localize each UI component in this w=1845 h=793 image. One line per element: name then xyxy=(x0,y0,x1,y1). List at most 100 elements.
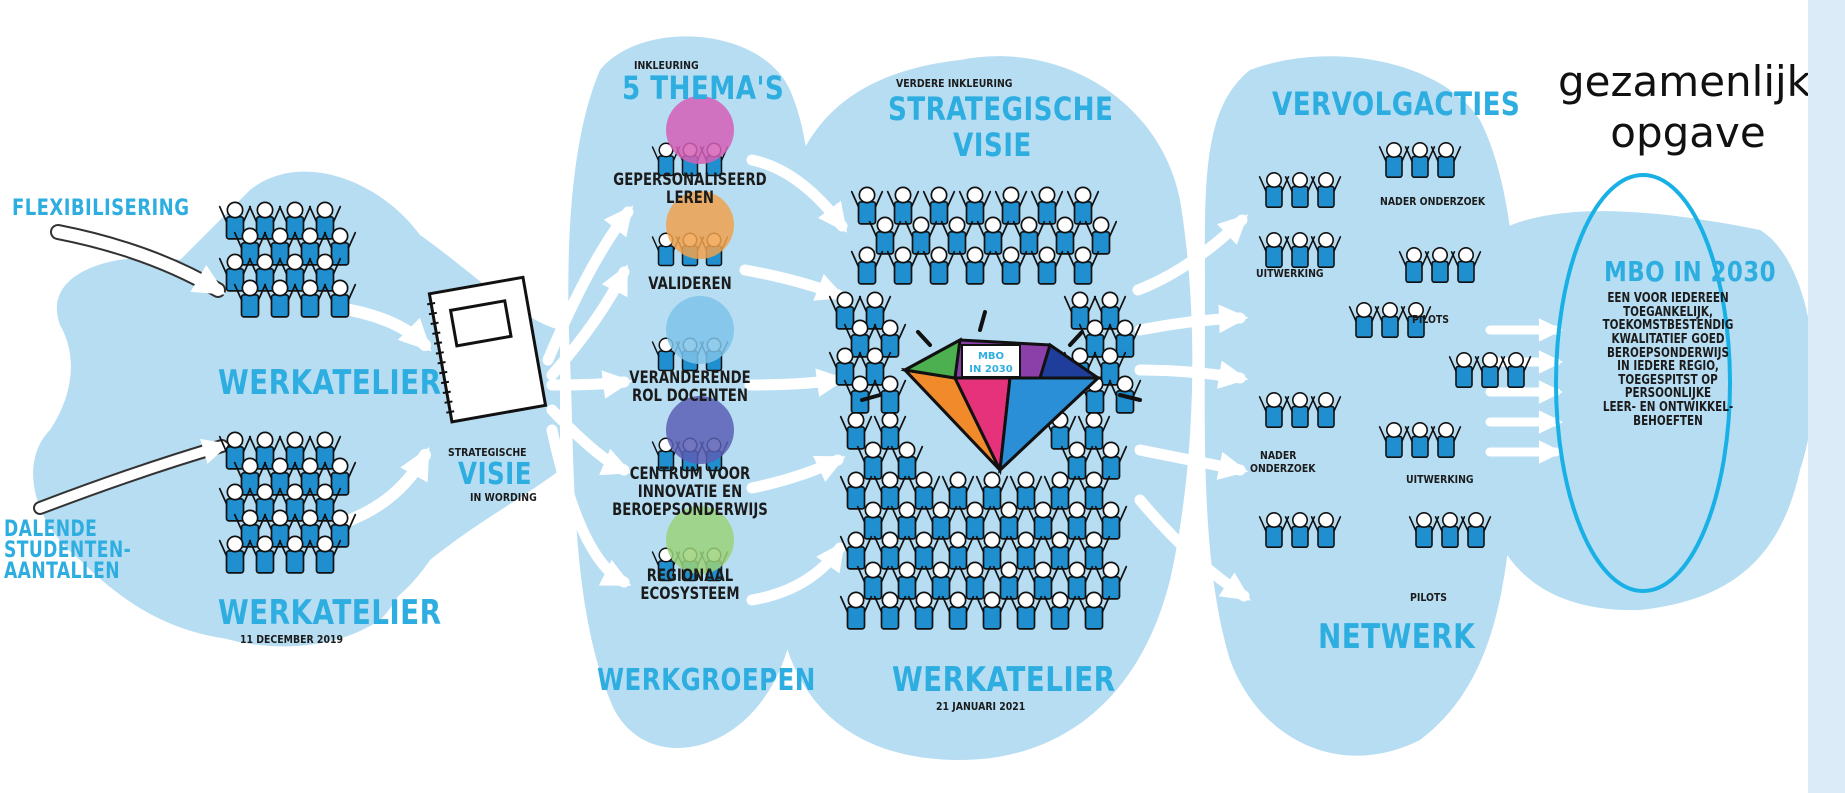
crowd-s4-g8-person-0 xyxy=(1258,511,1290,549)
crowd-s1-top-person-10 xyxy=(278,253,312,292)
crowd-s3-right-person-5 xyxy=(1093,347,1127,386)
arrow-s1-bottom-head xyxy=(400,447,430,483)
diamond-ray-3 xyxy=(916,330,932,347)
werkgroepen-footer: WERKGROEPEN xyxy=(597,663,816,698)
input-flexibilisering: FLEXIBILISERING xyxy=(12,196,190,221)
arrow-t-s3-3-head xyxy=(815,368,847,397)
label-pilots-2: PILOTS xyxy=(1410,591,1448,604)
label-uitwerking-2: UITWERKING xyxy=(1406,473,1474,486)
crowd-s3-bottom-person-46 xyxy=(1043,591,1077,630)
diamond-ray-2 xyxy=(1118,393,1142,402)
arrow-group xyxy=(33,154,1563,606)
diamond-label-box xyxy=(961,344,1021,378)
crowd-s4-g8-person-2 xyxy=(1310,511,1342,549)
crowd-s3-bottom-person-40 xyxy=(839,591,873,630)
crowd-s4-g1-person-0 xyxy=(1378,141,1410,179)
label-nader-onderzoek-top: NADER ONDERZOEK xyxy=(1380,195,1486,208)
crowd-s3-left-person-6 xyxy=(843,375,877,414)
crowd-s1-bottom-person-8 xyxy=(218,483,252,522)
crowd-s3-bottom-person-21 xyxy=(1026,501,1060,540)
crowd-s3-bottom-person-32 xyxy=(856,561,890,600)
crowd-s3-top-person-18 xyxy=(994,246,1028,285)
crowd-s4-g0-person-0 xyxy=(1258,171,1290,209)
crowd-s4-g2-person-2 xyxy=(1310,231,1342,269)
crowd-s1-bottom-person-13 xyxy=(263,509,297,548)
arrow-doc-t1-head xyxy=(603,205,634,238)
theme-circle-0 xyxy=(666,96,734,164)
crowd-s3-left-person-2 xyxy=(843,319,877,358)
crowd-s4-g4-person-1 xyxy=(1374,301,1406,339)
crowd-s3-bottom-person-26 xyxy=(907,531,941,570)
arrow-t-s3-5-head xyxy=(816,541,845,574)
crowd-s3-right-person-0 xyxy=(1063,291,1097,330)
crowd-s3-top-person-0 xyxy=(850,186,884,225)
crowd-s4-g9-person-2 xyxy=(1460,511,1492,549)
mbo-2030-line-5: BEROEPSONDERWIJS xyxy=(1606,345,1730,361)
crowd-s3-bottom-person-13 xyxy=(1009,471,1043,510)
crowd-s4-g7-person-2 xyxy=(1430,421,1462,459)
crowd-s3-bottom-person-6 xyxy=(1060,441,1094,480)
crowd-s3-bottom-person-41 xyxy=(873,591,907,630)
crowd-s1-bottom-person-18 xyxy=(278,535,312,574)
crowd-s1-bottom-person-16 xyxy=(218,535,252,574)
crowd-s3-left-person-5 xyxy=(858,347,892,386)
crowd-s4-g5-person-2 xyxy=(1500,351,1532,389)
crowd-s1-bottom-person-12 xyxy=(233,509,267,548)
crowd-s3-top-person-1 xyxy=(886,186,920,225)
mbo-2030-line-2: TOEGANKELIJK, xyxy=(1623,304,1713,320)
crowd-s3-bottom-person-42 xyxy=(907,591,941,630)
crowd-s3-bottom-person-24 xyxy=(839,531,873,570)
crowd-s3-top-person-17 xyxy=(958,246,992,285)
input-line-1: DALENDE xyxy=(4,517,98,542)
strategische-visie-notebook xyxy=(427,275,548,424)
theme-label-2-line-1: VALIDEREN xyxy=(648,274,732,294)
theme-label-5-line-2: ECOSYSTEEM xyxy=(640,583,740,604)
crowd-s1-top-person-9 xyxy=(248,253,282,292)
input-line-2: STUDENTEN- xyxy=(4,537,132,563)
label-pilots-1: PILOTS xyxy=(1412,313,1450,326)
crowd-s3-bottom-person-29 xyxy=(1009,531,1043,570)
crowd-s3-bottom-person-20 xyxy=(992,501,1026,540)
crowd-s1-bottom-person-4 xyxy=(233,457,267,496)
crowd-s1-bottom-person-11 xyxy=(308,483,342,522)
crowd-s3-bottom-person-28 xyxy=(975,531,1009,570)
diamond-ray-4 xyxy=(1068,330,1084,347)
arrow-s3-s4-1-head xyxy=(1217,214,1249,245)
crowd-s3-bottom-person-1 xyxy=(873,411,907,450)
mbo-2030-line-8: PERSOONLIJKE xyxy=(1624,386,1712,402)
crowd-s4-g8-person-1 xyxy=(1284,511,1316,549)
crowd-s3-bottom-person-25 xyxy=(873,531,907,570)
crowd-s3-bottom-person-43 xyxy=(941,591,975,630)
input-dalende-studentenaantallen: DALENDE STUDENTEN- AANTALLEN xyxy=(4,517,132,583)
crowd-s3-top-person-12 xyxy=(1048,216,1082,255)
theme-label-1-line-1: GEPERSONALISEERD xyxy=(613,170,767,190)
arrow-s3-s4-2-head xyxy=(1218,304,1249,334)
crowd-s3-left-person-0 xyxy=(828,291,862,330)
mbo-2030-line-9: LEER- EN ONTWIKKEL- xyxy=(1602,400,1734,416)
arrow-s4-s5-4-head xyxy=(1538,410,1563,434)
crowd-s3-right-person-1 xyxy=(1093,291,1127,330)
crowd-s3-bottom-person-36 xyxy=(992,561,1026,600)
crowd-s3-bottom-person-5 xyxy=(890,441,924,480)
crowd-s3-bottom-person-23 xyxy=(1094,501,1128,540)
crowd-s3-left-person-4 xyxy=(828,347,862,386)
mbo-2030-line-6: IN IEDERE REGIO, xyxy=(1617,359,1719,375)
theme-label-4-line-3: BEROEPSONDERWIJS xyxy=(612,499,768,520)
theme-label-3-line-1: VERANDERENDE xyxy=(629,368,751,388)
crowd-s3-bottom-person-45 xyxy=(1009,591,1043,630)
crowd-s3-top-person-19 xyxy=(1030,246,1064,285)
label-nader-2a: NADER xyxy=(1260,449,1297,462)
crowd-s1-bottom-person-0 xyxy=(218,431,252,470)
crowd-s3-bottom-person-47 xyxy=(1077,591,1111,630)
diamond-ray-1 xyxy=(860,393,882,402)
crowd-s3-bottom-person-37 xyxy=(1026,561,1060,600)
theme-circle-4 xyxy=(666,506,734,574)
crowd-s4-g7-person-0 xyxy=(1378,421,1410,459)
theme-circle-1 xyxy=(666,191,734,259)
crowd-s1-bottom-person-7 xyxy=(323,457,357,496)
crowd-s1-top-person-2 xyxy=(278,201,312,240)
